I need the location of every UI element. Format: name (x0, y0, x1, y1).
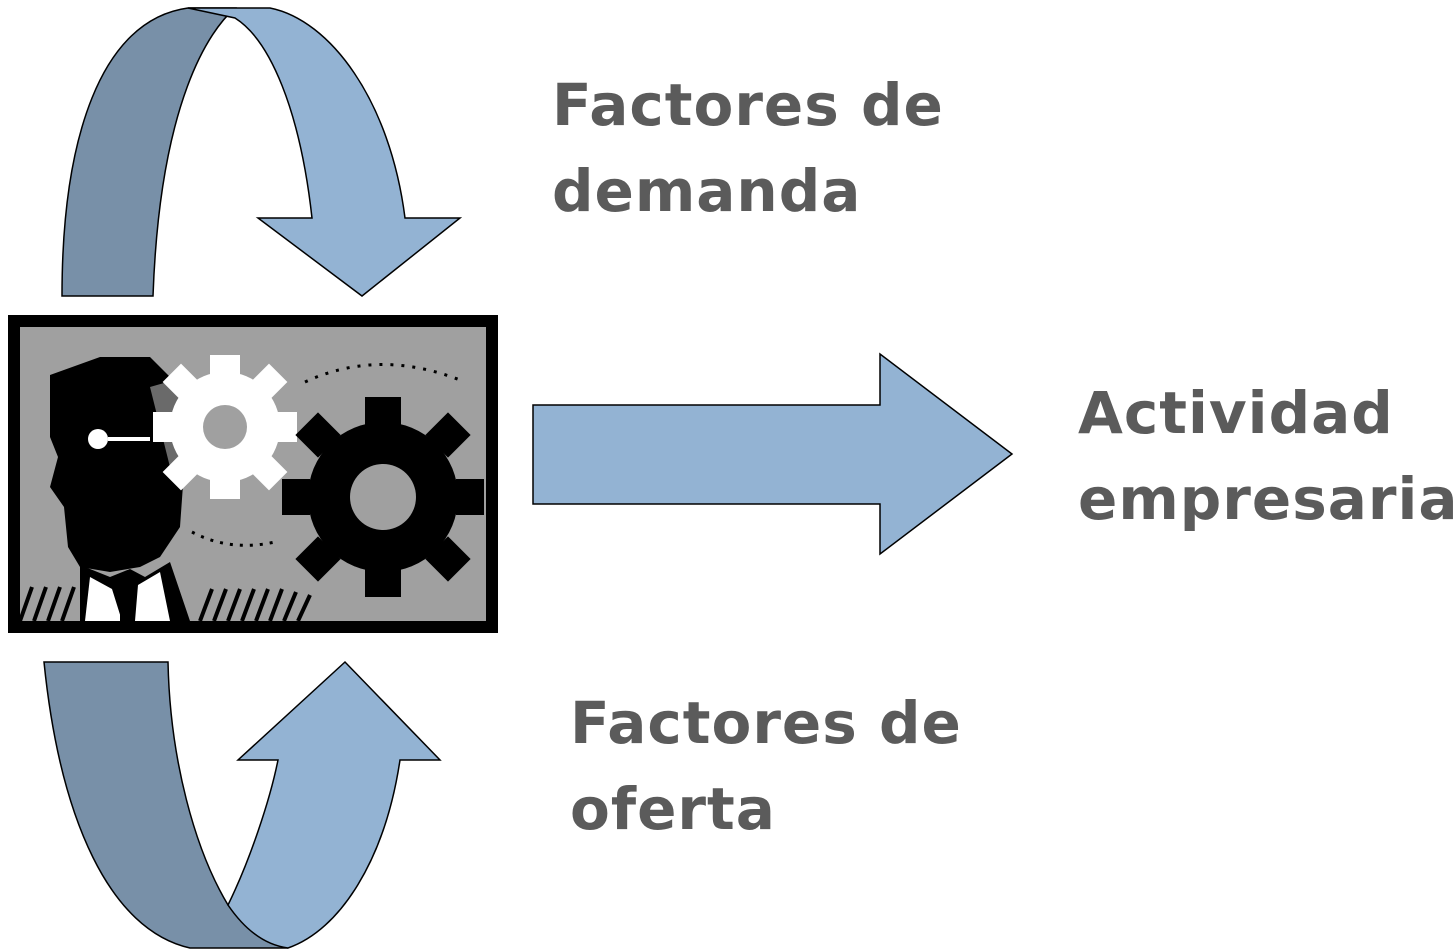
curved-arrow-down-icon (61, 7, 463, 297)
activity-label-line1: Actividad (1078, 379, 1394, 447)
activity-label-line2: empresarial (1078, 465, 1453, 533)
supply-label-line1: Factores de (570, 689, 962, 757)
demand-factors-label: Factores de demanda (552, 62, 944, 234)
supply-label-line2: oferta (570, 775, 776, 843)
business-activity-label: Actividad empresarial (1078, 370, 1453, 542)
supply-factors-label: Factores de oferta (570, 680, 962, 852)
curved-arrow-up-icon (43, 660, 442, 949)
demand-label-line2: demanda (552, 157, 862, 225)
right-arrow-icon (532, 352, 1014, 556)
businessman-gears-clipart (8, 315, 498, 633)
demand-label-line1: Factores de (552, 71, 944, 139)
